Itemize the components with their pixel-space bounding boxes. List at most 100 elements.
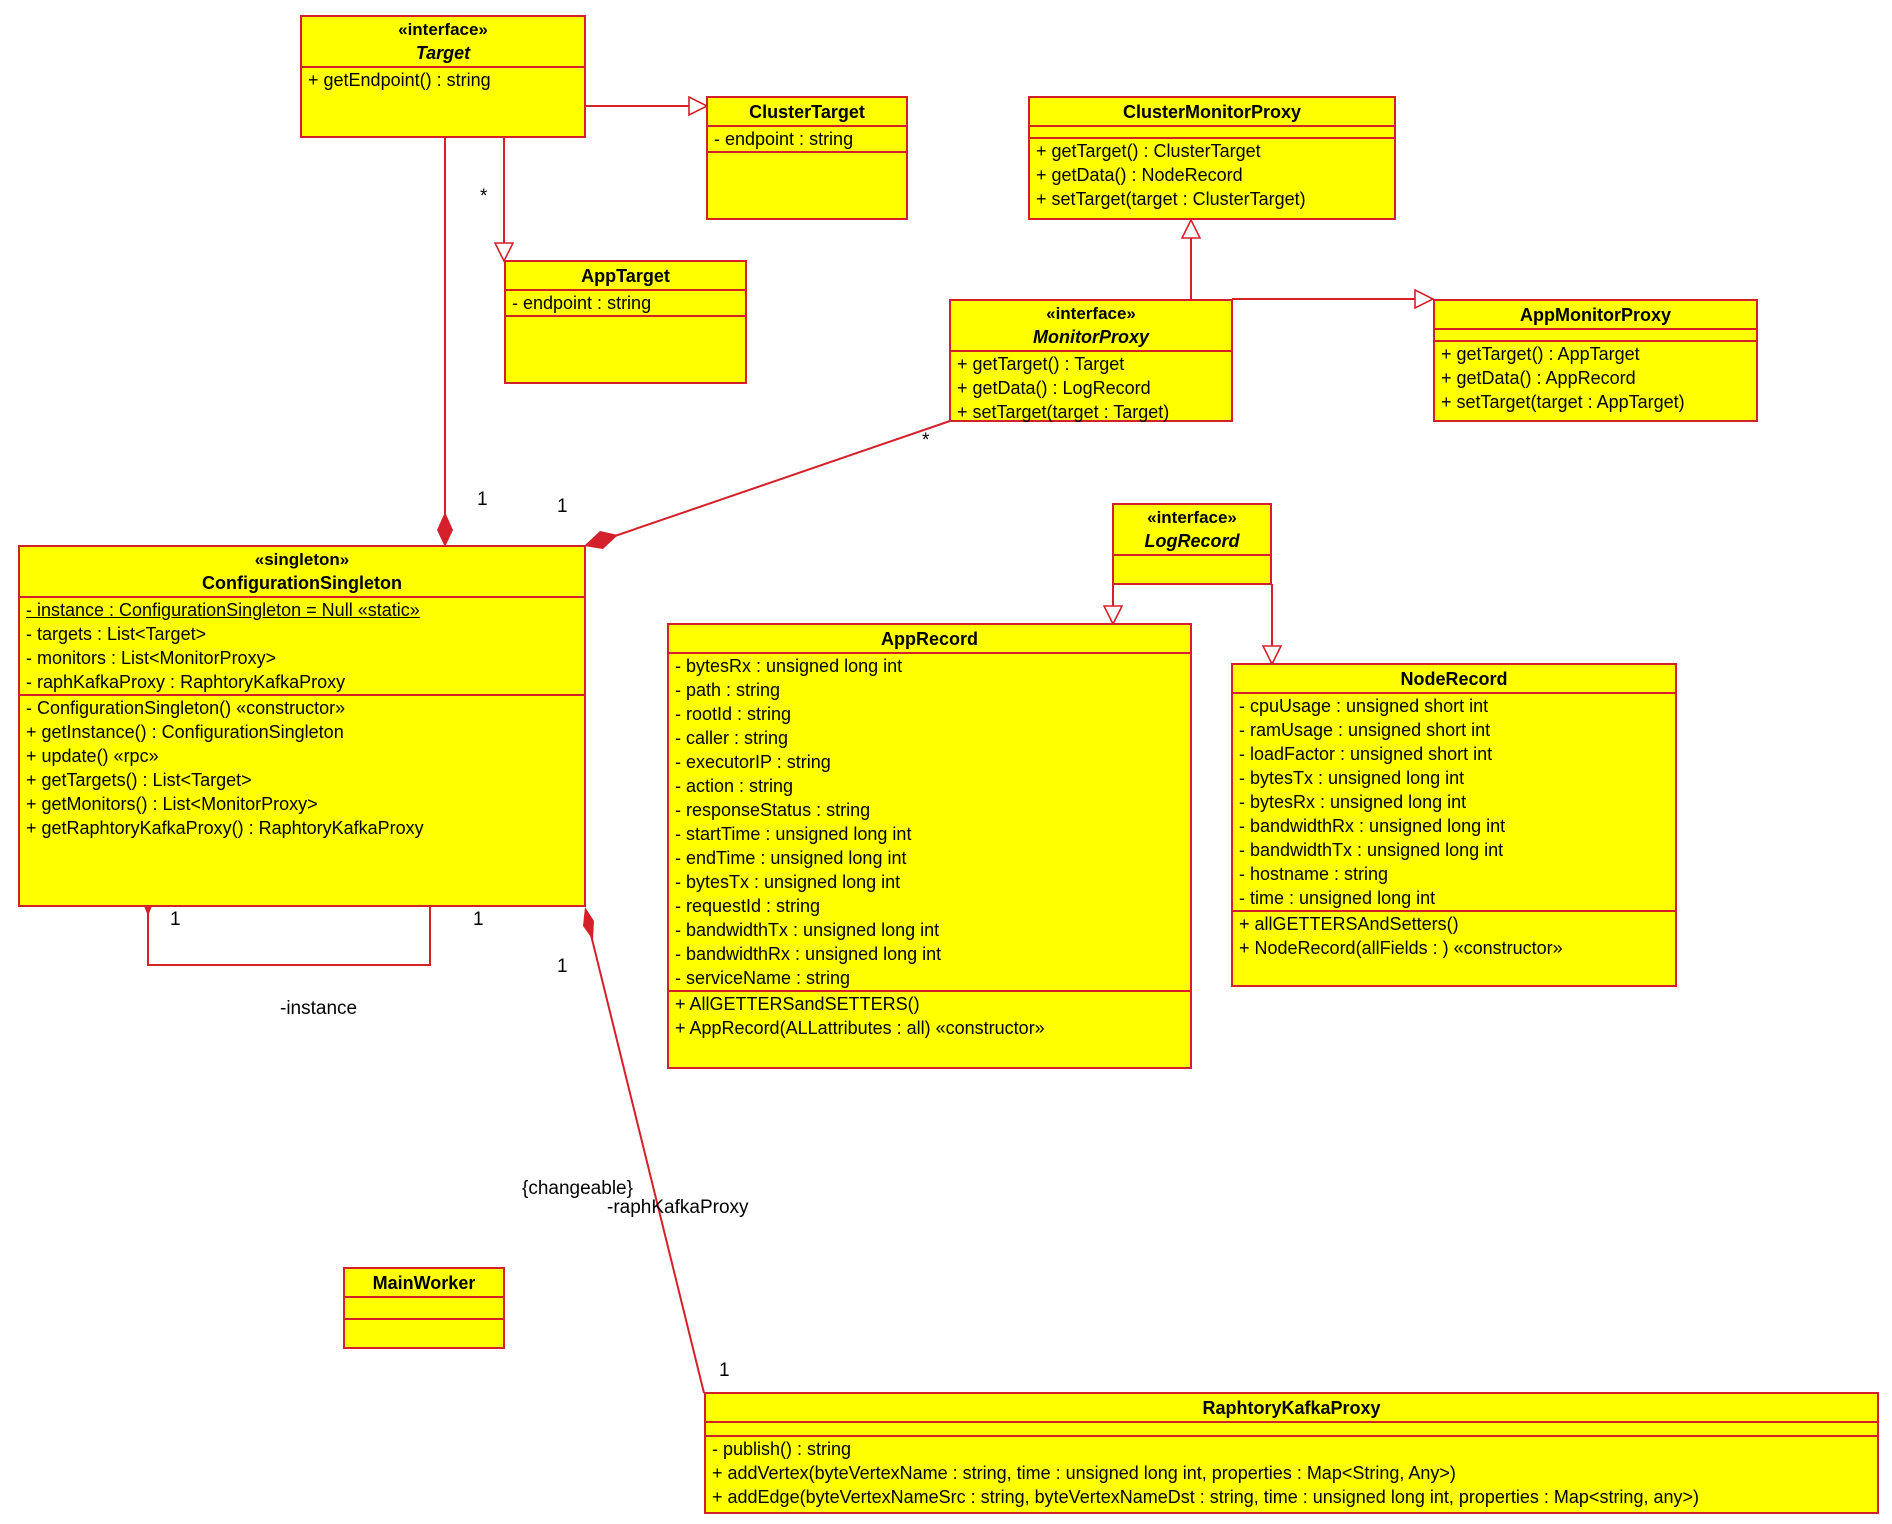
attribute: - monitors : List<MonitorProxy>	[26, 648, 277, 668]
attribute: - endpoint : string	[512, 293, 652, 313]
attribute: - instance : ConfigurationSingleton = Nu…	[26, 600, 420, 620]
method: + getTargets() : List<Target>	[26, 770, 252, 790]
class-monitorproxy-header: «interface» MonitorProxy	[951, 301, 1231, 352]
class-monitorproxy[interactable]: «interface» MonitorProxy + getTarget() :…	[949, 299, 1233, 422]
attribute: - bytesRx : unsigned long int	[675, 656, 903, 676]
method: + setTarget(target : ClusterTarget)	[1036, 189, 1306, 209]
multiplicity-config-kafkaproxy: 1	[557, 956, 568, 977]
class-configurationsingleton[interactable]: «singleton» ConfigurationSingleton - ins…	[18, 545, 586, 907]
method: + addVertex(byteVertexName : string, tim…	[712, 1463, 1456, 1483]
class-noderecord-header: NodeRecord	[1233, 665, 1675, 694]
class-configurationsingleton-methods: - ConfigurationSingleton() «constructor»…	[20, 696, 584, 840]
class-raphtorykafkaproxy-name: RaphtoryKafkaProxy	[1202, 1398, 1381, 1418]
method: + AllGETTERSandSETTERS()	[675, 994, 920, 1014]
class-appmonitorproxy-methods: + getTarget() : AppTarget + getData() : …	[1435, 342, 1756, 414]
class-logrecord-name: LogRecord	[1144, 531, 1240, 551]
class-target-header: «interface» Target	[302, 17, 584, 68]
attribute: - loadFactor : unsigned short int	[1239, 744, 1493, 764]
attribute: - time : unsigned long int	[1239, 888, 1436, 908]
class-clustertarget-attributes: - endpoint : string	[708, 127, 906, 153]
class-apprecord-name: AppRecord	[880, 629, 978, 649]
method: + update() «rpc»	[26, 746, 159, 766]
attribute: - bandwidthTx : unsigned long int	[675, 920, 940, 940]
class-mainworker-attributes	[345, 1298, 503, 1320]
class-configurationsingleton-name: ConfigurationSingleton	[202, 573, 402, 593]
attribute: - caller : string	[675, 728, 789, 748]
class-apprecord-methods: + AllGETTERSandSETTERS() + AppRecord(ALL…	[669, 992, 1190, 1040]
class-clustermonitorproxy[interactable]: ClusterMonitorProxy + getTarget() : Clus…	[1028, 96, 1396, 220]
class-configurationsingleton-attributes: - instance : ConfigurationSingleton = Nu…	[20, 598, 584, 696]
method: + getInstance() : ConfigurationSingleton	[26, 722, 344, 742]
method: + getData() : NodeRecord	[1036, 165, 1243, 185]
method: + getEndpoint() : string	[308, 70, 491, 90]
method: + setTarget(target : AppTarget)	[1441, 392, 1685, 412]
class-logrecord-stereotype: «interface»	[1147, 508, 1237, 527]
class-logrecord-header: «interface» LogRecord	[1114, 505, 1270, 556]
attribute: - bytesRx : unsigned long int	[1239, 792, 1467, 812]
class-target-methods: + getEndpoint() : string	[302, 68, 584, 92]
attribute: - serviceName : string	[675, 968, 851, 988]
attribute: - action : string	[675, 776, 794, 796]
class-apprecord[interactable]: AppRecord - bytesRx : unsigned long int …	[667, 623, 1192, 1069]
method: + getData() : LogRecord	[957, 378, 1151, 398]
attribute: - hostname : string	[1239, 864, 1389, 884]
attribute: - bandwidthRx : unsigned long int	[675, 944, 942, 964]
class-monitorproxy-methods: + getTarget() : Target + getData() : Log…	[951, 352, 1231, 424]
class-mainworker[interactable]: MainWorker	[343, 1267, 505, 1349]
class-appmonitorproxy-name: AppMonitorProxy	[1520, 305, 1671, 325]
method: + allGETTERSAndSetters()	[1239, 914, 1459, 934]
composition-diamond-monitorproxy	[584, 531, 618, 549]
attribute: - endTime : unsigned long int	[675, 848, 907, 868]
class-appmonitorproxy[interactable]: AppMonitorProxy + getTarget() : AppTarge…	[1433, 299, 1758, 422]
class-logrecord[interactable]: «interface» LogRecord	[1112, 503, 1272, 585]
class-clustermonitorproxy-header: ClusterMonitorProxy	[1030, 98, 1394, 127]
class-clustertarget[interactable]: ClusterTarget - endpoint : string	[706, 96, 908, 220]
class-raphtorykafkaproxy-methods: - publish() : string + addVertex(byteVer…	[706, 1437, 1877, 1509]
edge-config-self	[147, 905, 431, 966]
class-clustermonitorproxy-name: ClusterMonitorProxy	[1122, 102, 1302, 122]
class-raphtorykafkaproxy[interactable]: RaphtoryKafkaProxy - publish() : string …	[704, 1392, 1879, 1514]
attribute: - bandwidthTx : unsigned long int	[1239, 840, 1504, 860]
class-clustermonitorproxy-attributes	[1030, 127, 1394, 139]
edge-config-monitorproxy	[611, 420, 951, 538]
class-target[interactable]: «interface» Target + getEndpoint() : str…	[300, 15, 586, 138]
class-monitorproxy-stereotype: «interface»	[1046, 304, 1136, 323]
class-noderecord[interactable]: NodeRecord - cpuUsage : unsigned short i…	[1231, 663, 1677, 987]
attribute: - requestId : string	[675, 896, 821, 916]
class-configurationsingleton-stereotype: «singleton»	[254, 550, 350, 569]
multiplicity-config-target: 1	[477, 489, 488, 510]
class-appmonitorproxy-header: AppMonitorProxy	[1435, 301, 1756, 330]
class-target-stereotype: «interface»	[398, 20, 488, 39]
class-mainworker-name: MainWorker	[372, 1273, 476, 1293]
class-noderecord-methods: + allGETTERSAndSetters() + NodeRecord(al…	[1233, 912, 1675, 960]
attribute: - targets : List<Target>	[26, 624, 207, 644]
class-clustertarget-header: ClusterTarget	[708, 98, 906, 127]
attribute: - path : string	[675, 680, 781, 700]
method: - publish() : string	[712, 1439, 852, 1459]
method: + getTarget() : AppTarget	[1441, 344, 1640, 364]
constraint-changeable: {changeable}	[522, 1178, 633, 1199]
method: + getMonitors() : List<MonitorProxy>	[26, 794, 318, 814]
composition-diamond-target	[437, 512, 453, 547]
class-apprecord-header: AppRecord	[669, 625, 1190, 654]
attribute: - responseStatus : string	[675, 800, 871, 820]
class-apptarget[interactable]: AppTarget - endpoint : string	[504, 260, 747, 384]
method: + getTarget() : ClusterTarget	[1036, 141, 1261, 161]
class-monitorproxy-name: MonitorProxy	[1032, 327, 1149, 347]
attribute: - ramUsage : unsigned short int	[1239, 720, 1491, 740]
attribute: - cpuUsage : unsigned short int	[1239, 696, 1489, 716]
method: + NodeRecord(allFields : ) «constructor»	[1239, 938, 1563, 958]
multiplicity-self-right: 1	[473, 909, 484, 930]
method: + setTarget(target : Target)	[957, 402, 1170, 422]
class-apptarget-name: AppTarget	[581, 266, 670, 286]
method: + getData() : AppRecord	[1441, 368, 1636, 388]
class-clustertarget-name: ClusterTarget	[749, 102, 865, 122]
class-apptarget-attributes: - endpoint : string	[506, 291, 745, 317]
multiplicity-kafkaproxy: 1	[719, 1360, 730, 1381]
role-self-instance: -instance	[280, 998, 358, 1019]
multiplicity-monitorproxy-many: *	[922, 430, 930, 451]
class-configurationsingleton-header: «singleton» ConfigurationSingleton	[20, 547, 584, 598]
multiplicity-target-apptarget: *	[480, 186, 488, 207]
class-noderecord-name: NodeRecord	[1400, 669, 1508, 689]
